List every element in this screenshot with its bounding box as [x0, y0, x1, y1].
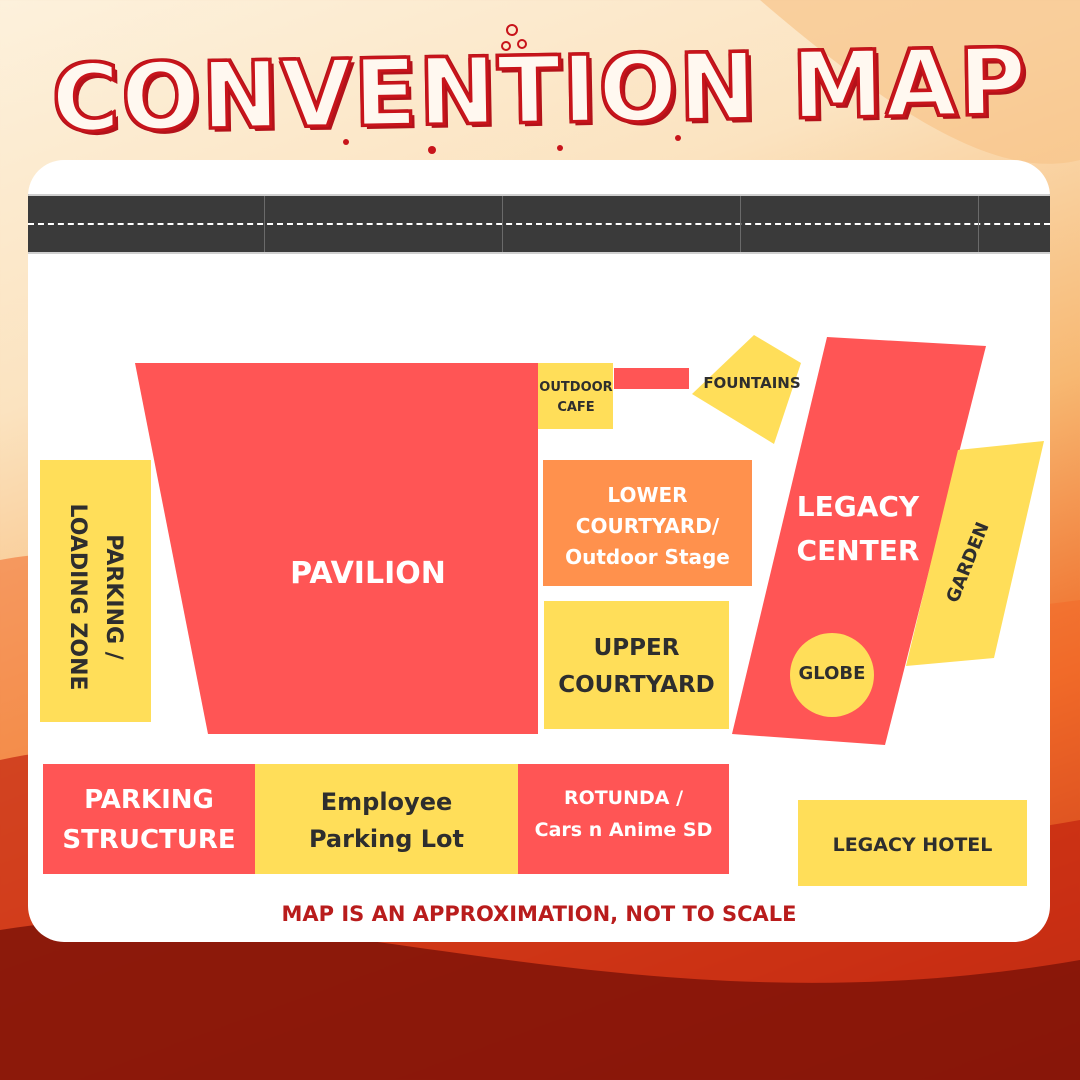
map-shapes: [135, 335, 1044, 745]
rotunda-label: ROTUNDA / Cars n Anime SD: [534, 787, 713, 841]
road-joint: [502, 196, 503, 252]
employee-parking-label: Employee Parking Lot: [308, 788, 465, 853]
road-center-line: [28, 223, 1050, 225]
fountains-label: FOUNTAINS: [703, 374, 801, 392]
upper-courtyard-zone[interactable]: [544, 601, 729, 729]
pavilion-zone[interactable]: [135, 363, 538, 734]
legacy-hotel-zone[interactable]: [798, 800, 1027, 886]
scale-disclaimer: MAP IS AN APPROXIMATION, NOT TO SCALE: [281, 902, 797, 926]
walkway-zone: [614, 368, 689, 389]
rotunda-zone[interactable]: [518, 764, 729, 874]
pavilion-label: PAVILION: [290, 556, 446, 591]
road-joint: [264, 196, 265, 252]
parking-loading-zone[interactable]: [40, 460, 151, 722]
outdoor-cafe-label: OUTDOOR CAFE: [539, 380, 613, 415]
legacy-center-label: LEGACY CENTER: [796, 490, 920, 567]
road: [28, 194, 1050, 254]
lower-courtyard-zone[interactable]: [543, 460, 752, 586]
map-card: PAVILION OUTDOOR CAFE FOUNTAINS LEGACY C…: [28, 160, 1050, 942]
outdoor-cafe-zone[interactable]: [538, 363, 613, 429]
employee-parking-zone[interactable]: [255, 764, 518, 874]
road-joint: [740, 196, 741, 252]
legacy-hotel-label: LEGACY HOTEL: [832, 834, 993, 856]
fountains-zone[interactable]: [692, 335, 801, 444]
road-joint: [978, 196, 979, 252]
parking-structure-label: PARKING STRUCTURE: [62, 785, 236, 855]
globe-label: GLOBE: [798, 663, 866, 684]
lower-courtyard-label: LOWER COURTYARD/ Outdoor Stage: [565, 483, 730, 569]
upper-courtyard-label: UPPER COURTYARD: [558, 635, 715, 698]
parking-structure-zone[interactable]: [43, 764, 255, 874]
parking-loading-label: PARKING / LOADING ZONE: [65, 503, 126, 691]
title-splatter-decoration: [343, 24, 681, 154]
globe-zone[interactable]: [790, 633, 874, 717]
garden-zone[interactable]: [906, 441, 1044, 666]
legacy-center-zone[interactable]: [732, 337, 986, 745]
